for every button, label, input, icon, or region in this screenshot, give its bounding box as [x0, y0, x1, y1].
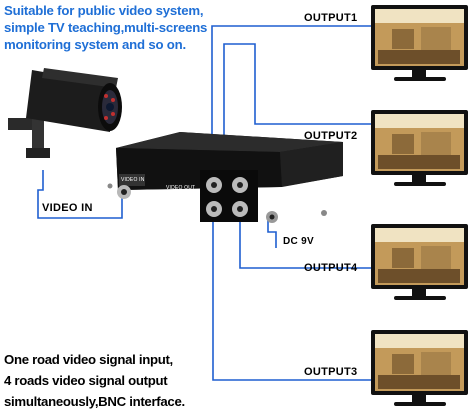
caption-line: 4 roads video signal output	[4, 373, 168, 388]
headline: Suitable for public video system, simple…	[4, 2, 254, 53]
panel-dc-text: DC 9V	[262, 203, 278, 209]
output3-label: OUTPUT3	[304, 366, 358, 378]
video-in-label: VIDEO IN	[42, 202, 93, 214]
caption-line: simultaneously,BNC interface.	[4, 394, 185, 409]
headline-line: simple TV teaching,multi-screens	[4, 20, 208, 35]
monitor-output3	[371, 330, 468, 406]
monitor-output1	[371, 5, 468, 81]
panel-video-in-text: VIDEO IN	[121, 177, 145, 183]
panel-video-out-text: VIDEO OUT	[166, 185, 196, 191]
headline-line: Suitable for public video system,	[4, 3, 204, 18]
output4-label: OUTPUT4	[304, 262, 358, 274]
signal-cables	[37, 25, 371, 381]
output2-label: OUTPUT2	[304, 130, 358, 142]
cctv-camera	[8, 68, 122, 158]
video-splitter-device	[107, 132, 343, 223]
monitor-output4	[371, 224, 468, 300]
caption-line: One road video signal input,	[4, 352, 173, 367]
headline-line: monitoring system and so on.	[4, 37, 186, 52]
dc-9v-label: DC 9V	[283, 236, 314, 247]
monitor-output2	[371, 110, 468, 186]
caption: One road video signal input, 4 roads vid…	[4, 349, 254, 412]
output1-label: OUTPUT1	[304, 12, 358, 24]
